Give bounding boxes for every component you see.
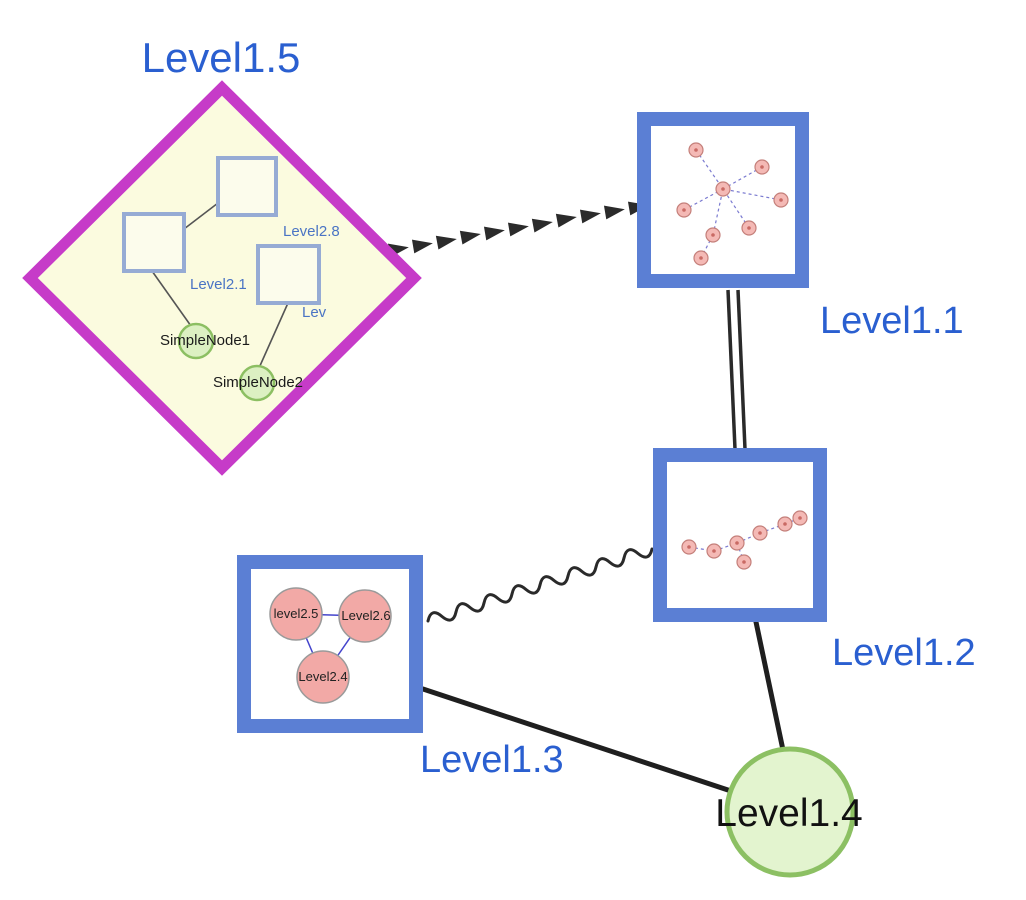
level1_3-subgraph: level2.5 Level2.6 Level2.4 xyxy=(269,587,392,704)
node-level2_truncated[interactable] xyxy=(256,244,321,305)
level1_2-box-shape[interactable] xyxy=(653,448,827,622)
edge-level1_3-level1_2[interactable] xyxy=(426,547,654,623)
level1_3-label: Level1.3 xyxy=(420,739,564,781)
level1_4-circle-shape[interactable] xyxy=(724,746,856,878)
level1_4-label: Level1.4 xyxy=(715,792,862,835)
level2_1-label: Level2.1 xyxy=(190,276,247,293)
level1_1-subgraph xyxy=(676,142,789,266)
level1_5-diamond-shape[interactable] xyxy=(22,80,422,476)
node-level2_8[interactable] xyxy=(216,156,278,217)
node-level2_6[interactable] xyxy=(338,589,392,643)
level2_6-label: Level2.6 xyxy=(341,608,390,623)
level2_5-label: level2.5 xyxy=(274,606,319,621)
level2_4-label: Level2.4 xyxy=(298,669,347,684)
node-level2_4[interactable] xyxy=(296,650,350,704)
node-simple_node_1[interactable] xyxy=(177,322,215,360)
level1_2-subgraph xyxy=(681,510,808,570)
node-simple_node_2[interactable] xyxy=(238,364,276,402)
simple_node_2-label: SimpleNode2 xyxy=(213,374,303,391)
edge-level1_3-level1_4[interactable] xyxy=(420,686,737,795)
node-level1_3[interactable]: level2.5 Level2.6 Level2.4 xyxy=(237,555,423,733)
edges-level1 xyxy=(387,201,786,795)
level1_5-label: Level1.5 xyxy=(142,34,301,81)
edge-level1_2-level1_4[interactable] xyxy=(753,619,786,753)
level2_truncated-label: Lev xyxy=(302,304,327,321)
level1_5-inner-edges xyxy=(151,202,289,369)
level2_8-label: Level2.8 xyxy=(283,223,340,240)
edge-level1_1-level1_2[interactable] xyxy=(726,289,747,450)
node-level1_4[interactable]: Level1.4 xyxy=(715,746,863,878)
node-level2_1[interactable] xyxy=(122,212,186,273)
simple_node_1-label: SimpleNode1 xyxy=(160,332,250,349)
level1_1-label: Level1.1 xyxy=(820,300,964,342)
edge-level1_5-level1_1[interactable] xyxy=(387,201,649,258)
node-level1_5[interactable]: Level2.8 Level2.1 Lev SimpleNode1 Simple… xyxy=(22,80,422,476)
node-level2_5[interactable] xyxy=(269,587,323,641)
node-level1_2[interactable] xyxy=(653,448,827,622)
level1_2-label: Level1.2 xyxy=(832,632,976,674)
node-level1_1[interactable] xyxy=(637,112,809,288)
